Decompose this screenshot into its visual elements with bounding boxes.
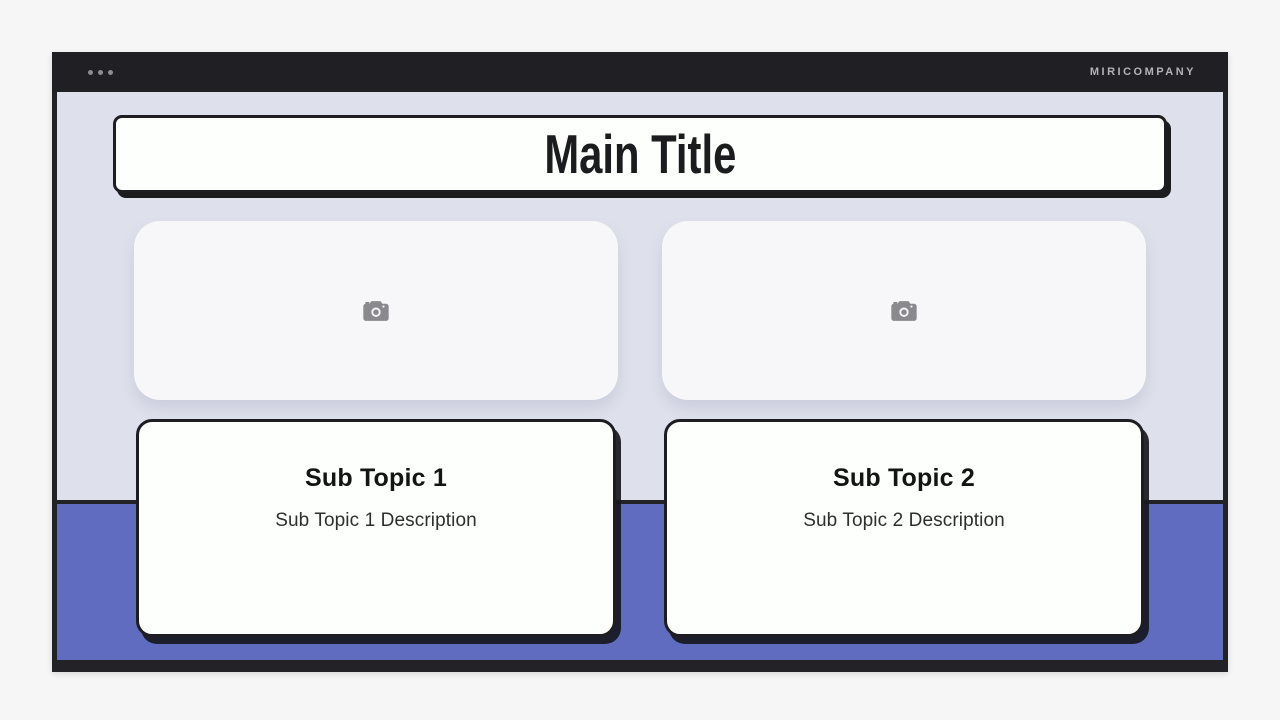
sub-topic-card-1[interactable]: Sub Topic 1 Sub Topic 1 Description xyxy=(136,419,616,637)
camera-icon xyxy=(891,300,917,321)
main-title-box[interactable]: Main Title xyxy=(113,115,1167,193)
slide-topbar: MIRICOMPANY xyxy=(52,52,1228,92)
image-placeholder-2[interactable] xyxy=(662,221,1146,400)
ellipsis-dot-icon xyxy=(98,69,103,75)
brand-label: MIRICOMPANY xyxy=(1089,66,1196,78)
sub-topic-card-2[interactable]: Sub Topic 2 Sub Topic 2 Description xyxy=(664,419,1144,637)
slide-canvas: Main Title xyxy=(52,92,1228,660)
main-title-text: Main Title xyxy=(543,123,736,185)
camera-icon xyxy=(363,300,389,321)
slide-frame: MIRICOMPANY Main Title xyxy=(52,52,1228,672)
ellipsis-dot-icon xyxy=(88,69,93,75)
image-placeholder-1[interactable] xyxy=(134,221,618,400)
slide-bottom-border xyxy=(52,660,1228,672)
sub-topic-description: Sub Topic 2 Description xyxy=(803,510,1005,531)
ellipsis-dot-icon xyxy=(108,69,113,75)
sub-topic-description: Sub Topic 1 Description xyxy=(275,510,477,531)
sub-topic-heading: Sub Topic 2 xyxy=(832,464,976,492)
window-menu-button[interactable] xyxy=(88,69,113,75)
sub-topic-heading: Sub Topic 1 xyxy=(304,464,448,492)
